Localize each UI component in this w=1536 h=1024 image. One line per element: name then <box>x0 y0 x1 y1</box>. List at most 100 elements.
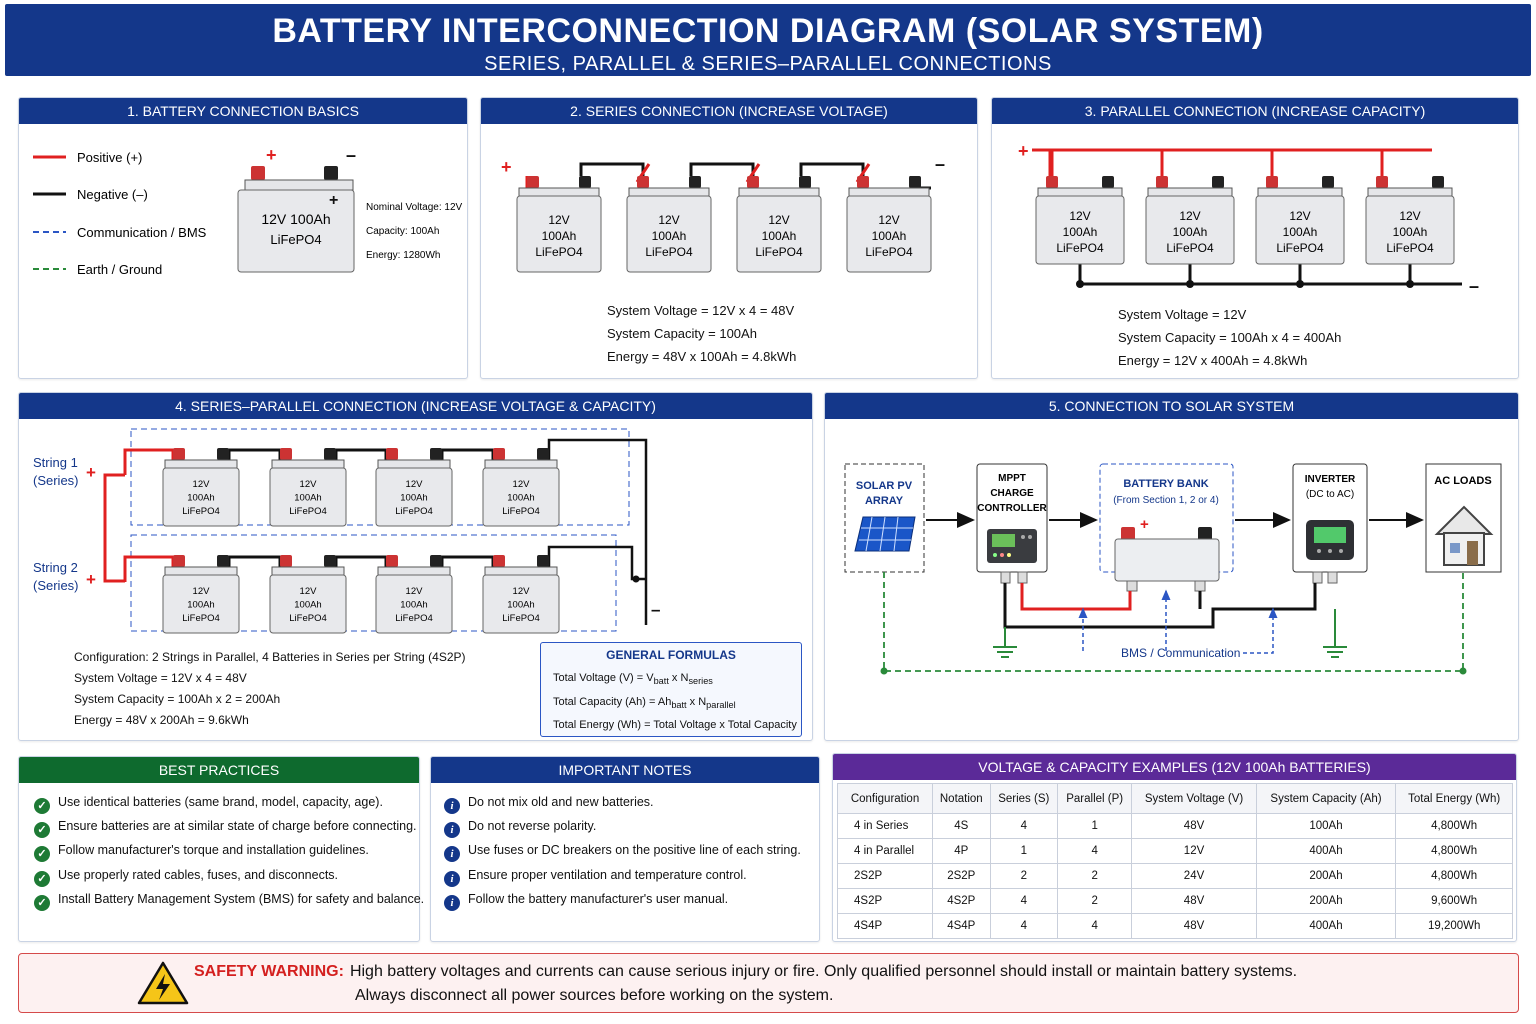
battery-label: 100Ah <box>187 600 214 611</box>
mppt-label-1: MPPT <box>998 473 1026 484</box>
battery-label: 100Ah <box>187 493 214 504</box>
battery-label: LiFePO4 <box>289 506 327 517</box>
solar-system-diagram: SOLAR PV ARRAY MPPT CHARGE CONTROLLER BA… <box>844 463 1502 675</box>
battery-bank-icon <box>1114 527 1220 592</box>
battery-label: 12V <box>406 586 424 597</box>
table-cell: 4 <box>989 913 1059 939</box>
inverter-icon <box>1306 520 1354 584</box>
series-capacity: System Capacity = 100Ah <box>607 326 757 341</box>
warning-triangle-icon <box>137 961 189 1005</box>
mppt-label-3: CONTROLLER <box>977 503 1047 514</box>
solar-panel-icon <box>854 516 916 552</box>
table-cell: 48V <box>1131 813 1257 839</box>
battery-label: 12V <box>1069 209 1090 223</box>
parallel-capacity: System Capacity = 100Ah x 4 = 400Ah <box>1118 330 1342 345</box>
page-title: BATTERY INTERCONNECTION DIAGRAM (SOLAR S… <box>272 12 1264 50</box>
table-cell: 400Ah <box>1255 838 1397 864</box>
table-cell: 9,600Wh <box>1395 888 1513 914</box>
spec-voltage: Nominal Voltage: 12V <box>366 202 463 213</box>
table-cell: 200Ah <box>1255 888 1397 914</box>
table-cell: 4 <box>1056 838 1133 864</box>
battery-label: 12V <box>768 213 789 227</box>
table-cell: 4 <box>1056 913 1133 939</box>
series-energy: Energy = 48V x 100Ah = 4.8kWh <box>607 349 797 364</box>
table-header-cell: System Capacity (Ah) <box>1255 783 1397 814</box>
battery-label: 12V <box>513 586 531 597</box>
battery-label: 12V <box>1179 209 1200 223</box>
bank-sublabel: (From Section 1, 2 or 4) <box>1113 495 1219 506</box>
battery-label: LiFePO4 <box>395 613 433 624</box>
table-cell: 2S2P <box>932 863 991 889</box>
spec-capacity: Capacity: 100Ah <box>366 226 439 237</box>
table-header-cell: Parallel (P) <box>1056 783 1133 814</box>
section-parallel-title: 3. PARALLEL CONNECTION (INCREASE CAPACIT… <box>992 98 1518 124</box>
battery-label: 12V <box>406 479 424 490</box>
section-series-parallel: 4. SERIES–PARALLEL CONNECTION (INCREASE … <box>18 392 813 741</box>
parallel-diagram: 12V100AhLiFePO412V100AhLiFePO412V100AhLi… <box>1018 141 1479 296</box>
string1-plus-sign: + <box>86 463 96 482</box>
battery-label: 100Ah <box>1063 225 1098 239</box>
best-item: ✓Use identical batteries (same brand, mo… <box>34 795 383 814</box>
battery-label: 12V <box>300 586 318 597</box>
table-header-cell: System Voltage (V) <box>1131 783 1257 814</box>
battery-label: 12V <box>658 213 679 227</box>
battery-label: LiFePO4 <box>182 506 220 517</box>
table-cell: 4 <box>989 888 1059 914</box>
section-series-parallel-title: 4. SERIES–PARALLEL CONNECTION (INCREASE … <box>19 393 812 419</box>
info-icon: i <box>444 798 460 814</box>
parallel-plus-sign: + <box>1018 141 1029 161</box>
legend-negative-label: Negative (–) <box>77 187 148 202</box>
table-cell: 12V <box>1131 838 1257 864</box>
safety-line-2: Always disconnect all power sources befo… <box>355 987 834 1004</box>
table-cell: 2 <box>1056 863 1133 889</box>
series-parallel-minus-sign: – <box>651 600 660 619</box>
battery-label: LiFePO4 <box>1276 241 1324 255</box>
battery-label: LiFePO4 <box>645 245 693 259</box>
table-cell: 48V <box>1131 888 1257 914</box>
table-cell: 4P <box>932 838 991 864</box>
bms-arrow-right <box>1243 607 1278 654</box>
battery-minus-sign: – <box>346 145 356 165</box>
info-icon: i <box>444 871 460 887</box>
bms-label: BMS / Communication <box>1121 646 1240 660</box>
table-cell: 4,800Wh <box>1395 813 1513 839</box>
table-cell: 4 in Parallel <box>836 838 934 864</box>
series-diagram: 12V100AhLiFePO412V100AhLiFePO412V100AhLi… <box>501 154 945 273</box>
table-cell: 4S <box>932 813 991 839</box>
inverter-sublabel: (DC to AC) <box>1306 489 1354 500</box>
battery-label: 12V <box>300 479 318 490</box>
sp-capacity: System Capacity = 100Ah x 2 = 200Ah <box>74 692 281 706</box>
table-header-cell: Total Energy (Wh) <box>1395 783 1513 814</box>
section-solar-title: 5. CONNECTION TO SOLAR SYSTEM <box>825 393 1518 419</box>
battery-label: 100Ah <box>542 229 577 243</box>
series-parallel-diagram: 12V100AhLiFePO412V100AhLiFePO412V100AhLi… <box>33 428 660 634</box>
string2-plus-sign: + <box>86 570 96 589</box>
table-cell: 4,800Wh <box>1395 838 1513 864</box>
table-cell: 1 <box>989 838 1059 864</box>
table-cell: 4,800Wh <box>1395 863 1513 889</box>
series-plus-sign: + <box>501 157 512 177</box>
bank-plus-sign: + <box>1140 516 1149 533</box>
battery-large-chem: LiFePO4 <box>270 232 321 247</box>
ground-symbol-icon <box>993 609 1347 658</box>
examples-table-panel: VOLTAGE & CAPACITY EXAMPLES (12V 100Ah B… <box>832 753 1517 942</box>
battery-large-rating: 12V 100Ah <box>261 211 330 227</box>
table-cell: 4S2P <box>836 888 934 914</box>
battery-label: 100Ah <box>1393 225 1428 239</box>
best-practices-title: BEST PRACTICES <box>19 757 419 783</box>
